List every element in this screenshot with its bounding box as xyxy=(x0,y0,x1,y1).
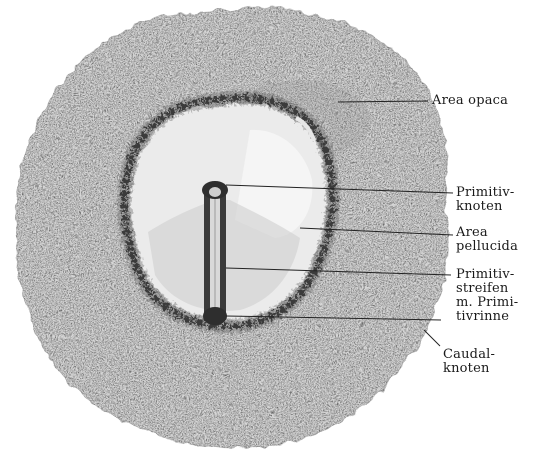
primitive-node-center xyxy=(209,187,221,197)
label-area-pellucida-line1: Area xyxy=(456,226,518,240)
label-area-pellucida: Area pellucida xyxy=(456,226,518,254)
label-primitivknoten: Primitiv- knoten xyxy=(456,186,515,214)
label-primitivstreifen-line4: tivrinne xyxy=(456,310,518,324)
label-primitivstreifen-line2: streifen xyxy=(456,282,518,296)
primitive-streak xyxy=(204,184,226,326)
label-caudalknoten-line2: knoten xyxy=(443,362,495,376)
label-caudalknoten: Caudal- knoten xyxy=(443,348,495,376)
label-primitivstreifen: Primitiv- streifen m. Primi- tivrinne xyxy=(456,268,518,324)
leader-caudalknoten-b xyxy=(424,330,440,346)
label-primitivknoten-line1: Primitiv- xyxy=(456,186,515,200)
caudal-node xyxy=(203,307,227,325)
label-primitivstreifen-line3: m. Primi- xyxy=(456,296,518,310)
label-area-opaca: Area opaca xyxy=(432,94,508,108)
label-caudalknoten-line1: Caudal- xyxy=(443,348,495,362)
label-area-opaca-text: Area opaca xyxy=(432,93,508,108)
label-area-pellucida-line2: pellucida xyxy=(456,240,518,254)
label-primitivknoten-line2: knoten xyxy=(456,200,515,214)
label-primitivstreifen-line1: Primitiv- xyxy=(456,268,518,282)
